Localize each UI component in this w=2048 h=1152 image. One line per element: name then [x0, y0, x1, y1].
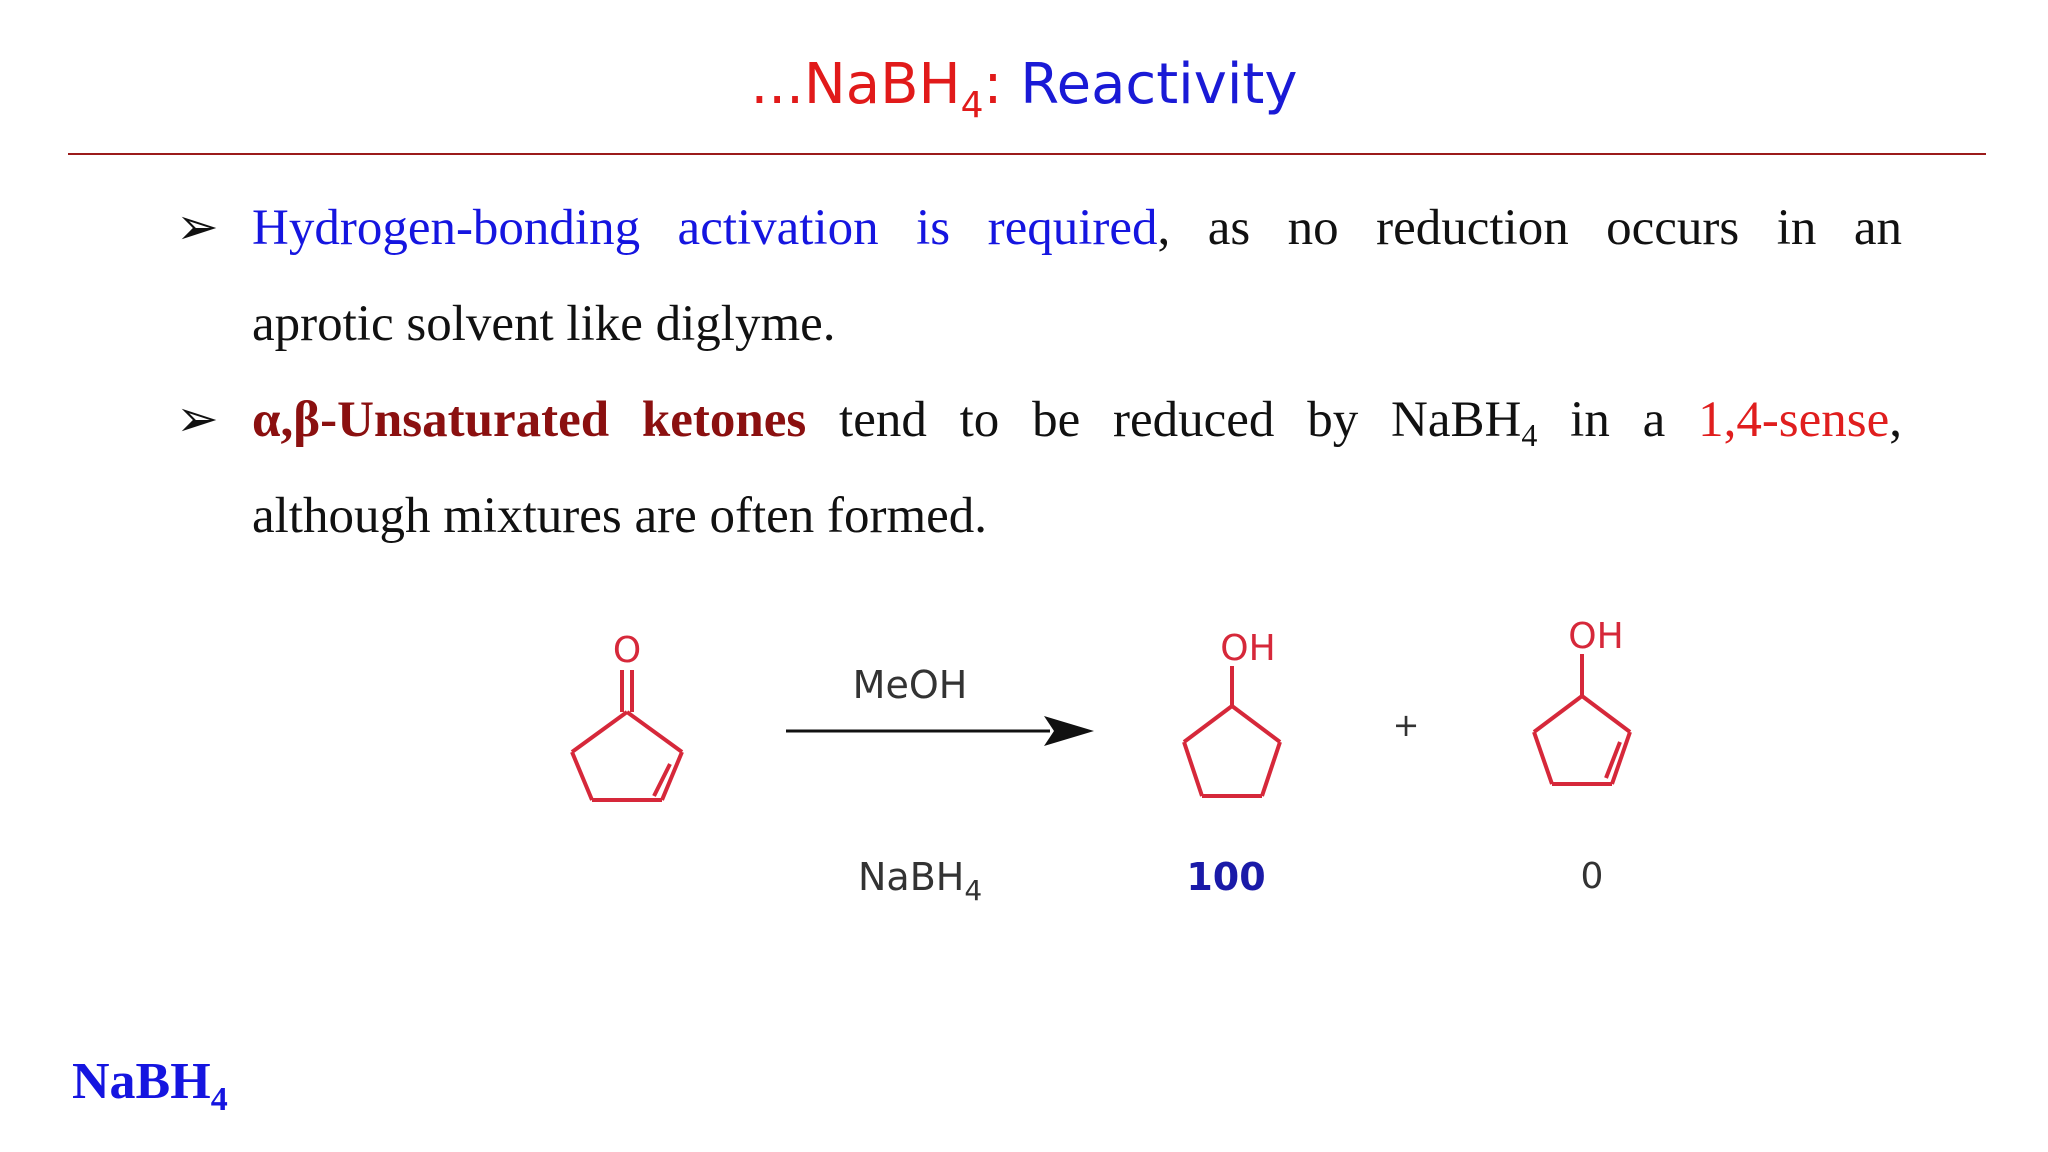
- title-prefix: ...NaBH4:: [750, 52, 1003, 126]
- bullet-1-rest: , as no reduction occurs in an: [1157, 200, 1903, 256]
- reagent-bottom-label: NaBH4: [858, 855, 982, 907]
- bullet-1-highlight: Hydrogen-bonding activation is required: [252, 200, 1158, 256]
- arrow-bullet-icon: ➢: [176, 200, 219, 256]
- bullet-2-mid1: tend to be reduced by NaBH: [806, 392, 1522, 448]
- bullet-item-1: ➢ Hydrogen-bonding activation is require…: [176, 180, 1902, 372]
- bullet-2-bold: α,β-Unsaturated ketones: [252, 392, 807, 448]
- plus-sign: +: [1393, 706, 1420, 744]
- reaction-arrow: [786, 716, 1094, 746]
- footer-label: NaBH4: [72, 1053, 228, 1118]
- bullet-2-line2: although mixtures are often formed.: [252, 488, 988, 544]
- slide-title: ...NaBH4: Reactivity: [0, 50, 2048, 126]
- ketone-oxygen-label: O: [613, 630, 641, 671]
- arrow-bullet-icon: ➢: [176, 392, 219, 448]
- cyclopentenone-structure: [570, 670, 684, 802]
- title-divider: [68, 153, 1986, 155]
- bullet-2-red: 1,4-sense: [1698, 392, 1890, 448]
- title-main: Reactivity: [1020, 52, 1298, 117]
- cyclopentanol-structure: [1182, 666, 1282, 798]
- cyclopentenol-structure: [1532, 654, 1632, 786]
- reagent-top-label: MeOH: [853, 663, 968, 707]
- product-1-yield: 100: [1186, 855, 1265, 899]
- bullet-2-mid2: in a: [1537, 392, 1699, 448]
- product-2-yield: 0: [1581, 856, 1604, 897]
- bullet-1-line2: aprotic solvent like diglyme.: [252, 296, 836, 352]
- bullet-item-2: ➢ α,β-Unsaturated ketones tend to be red…: [176, 372, 1902, 564]
- product-1-oh-label: OH: [1220, 628, 1275, 669]
- product-2-oh-label: OH: [1568, 616, 1623, 657]
